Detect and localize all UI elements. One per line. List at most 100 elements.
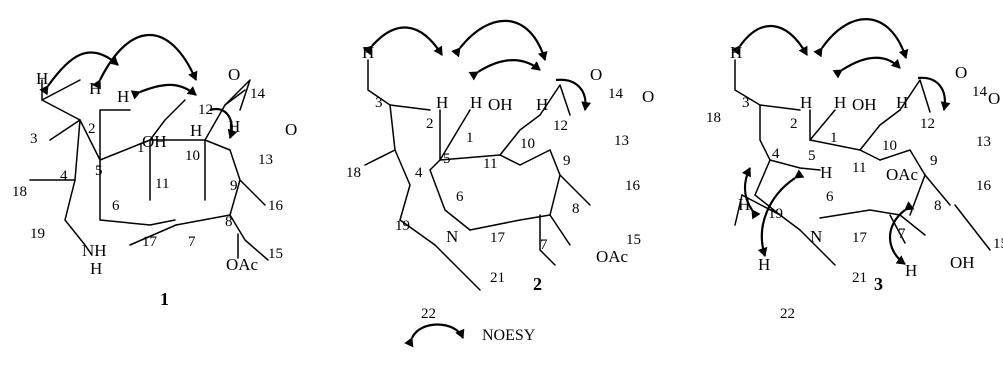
compound-3-hydrogen: H <box>896 93 908 112</box>
compound-1-locant: 13 <box>258 152 273 168</box>
compound-1-hydrogen: H <box>89 79 101 98</box>
compound-2-hydrogen: H <box>470 93 482 112</box>
compound-1-locant: 11 <box>155 176 169 192</box>
compound-1-locant: 4 <box>60 168 68 184</box>
compound-2-locant: 6 <box>456 189 464 205</box>
compound-1-locant: 14 <box>250 86 266 102</box>
compound-2-locant: 7 <box>540 237 548 253</box>
compound-1-locant: 3 <box>30 131 38 147</box>
compound-2-noesy-arrow <box>362 26 443 56</box>
compound-1-locant: 6 <box>112 198 120 214</box>
compound-1-carbonyl-oxygen: O <box>228 65 240 84</box>
compound-2-locant: 3 <box>375 95 383 111</box>
compound-1-amine-h: H <box>90 259 102 278</box>
compound-3-acetoxy: OAc <box>886 165 919 184</box>
compound-3-locant: 19 <box>768 206 783 222</box>
compound-1-amine-n: NH <box>82 241 107 260</box>
compound-3-noesy-arrows <box>731 18 951 265</box>
compound-2-locant: 10 <box>520 136 535 152</box>
compound-1-locant: 7 <box>188 234 196 250</box>
compound-1-locant: 16 <box>268 198 284 214</box>
compound-3-hydrogen: H <box>820 163 832 182</box>
compound-3-position-numbers: 3 2 1 18 4 5 11 10 12 14 13 9 16 6 8 19 … <box>706 84 1003 322</box>
compound-1-noesy-arrow <box>209 107 238 139</box>
compound-2-locant: 4 <box>415 165 423 181</box>
compound-1-locant: 19 <box>30 226 45 242</box>
compound-3-locant: 21 <box>852 270 867 286</box>
compound-3-hydroxyl: OH <box>852 95 877 114</box>
compound-1-noesy-arrow <box>91 33 198 90</box>
compound-3-noesy-arrow <box>741 167 761 220</box>
compound-3-carbonyl-oxygen: O <box>955 63 967 82</box>
compound-1-hydrogen: H <box>190 121 202 140</box>
compound-2-carbonyl-oxygen: O <box>590 65 602 84</box>
compound-3-locant: 11 <box>852 160 866 176</box>
compound-3-locant: 10 <box>882 138 897 154</box>
compound-3-hydroxyl: OH <box>950 253 975 272</box>
compound-2-locant: 21 <box>490 270 505 286</box>
compound-2-ring-oxygen: O <box>642 87 654 106</box>
compound-3-locant: 9 <box>930 153 938 169</box>
compound-3-id: 3 <box>874 274 883 294</box>
compound-3-hydrogen: H <box>800 93 812 112</box>
compound-2-locant: 15 <box>626 232 641 248</box>
compound-3-noesy-arrow <box>731 24 808 56</box>
compound-2-acetoxy: OAc <box>596 247 629 266</box>
compound-3-noesy-arrow <box>889 201 915 265</box>
compound-2-hydrogen: H <box>536 95 548 114</box>
compound-3-ring-oxygen: O <box>988 89 1000 108</box>
compound-1-bonds <box>29 79 269 261</box>
compound-3-locant: 2 <box>790 116 798 132</box>
legend: NOESY <box>404 323 536 348</box>
compound-2-locant: 17 <box>490 230 506 246</box>
compound-3-locant: 18 <box>706 110 721 126</box>
compound-1-atom-labels: H H H H H OH O O NH H OAc <box>36 65 297 278</box>
compound-3-locant: 13 <box>976 134 991 150</box>
compound-2-noesy-arrow <box>468 59 541 81</box>
compound-3-noesy-arrow <box>813 18 909 59</box>
compound-3-locant: 22 <box>780 306 795 322</box>
compound-3-locant: 8 <box>934 198 942 214</box>
compound-1-hydroxyl: OH <box>142 132 167 151</box>
noesy-legend-arrow <box>404 323 465 348</box>
compound-1-locant: 8 <box>225 214 233 230</box>
compound-3-locant: 5 <box>808 148 816 164</box>
compound-1-id: 1 <box>160 289 169 309</box>
compound-3-locant: 1 <box>830 130 838 146</box>
compound-2-locant: 1 <box>466 130 474 146</box>
compound-2-hydrogen: H <box>436 93 448 112</box>
compound-1-noesy-arrow <box>39 51 119 96</box>
compound-3-locant: 6 <box>826 189 834 205</box>
compound-1-locant: 17 <box>142 234 158 250</box>
compound-3-hydrogen: H <box>730 43 742 62</box>
compound-2-nitrogen: N <box>446 227 458 246</box>
compound-3-locant: 15 <box>993 236 1003 252</box>
compound-2-hydroxyl: OH <box>488 95 513 114</box>
compound-1-locant: 12 <box>198 102 213 118</box>
compound-2-locant: 14 <box>608 86 624 102</box>
compound-2-id: 2 <box>533 274 542 294</box>
compound-2-noesy-arrows <box>362 19 592 111</box>
compound-1-locant: 2 <box>88 121 96 137</box>
compound-3-hydrogen: H <box>834 93 846 112</box>
compound-3-hydrogen: H <box>758 255 770 274</box>
compound-2-structure: H H H H OH O O N OAc 3 2 1 18 4 5 11 10 … <box>346 19 654 322</box>
compound-3-locant: 12 <box>920 116 935 132</box>
compound-3-locant: 4 <box>772 146 780 162</box>
compound-3-hydrogen: H <box>738 195 750 214</box>
compound-3-atom-labels: H H H H H H H H OH OAc OH O O N <box>730 43 1000 280</box>
legend-label: NOESY <box>482 327 536 344</box>
compound-1-position-numbers: 3 2 1 4 5 18 11 10 12 14 13 9 16 6 8 19 … <box>12 86 284 262</box>
compound-2-locant: 22 <box>421 306 436 322</box>
compound-2-locant: 9 <box>563 153 571 169</box>
compound-1-noesy-arrows <box>39 33 238 139</box>
compound-3-locant: 17 <box>852 230 868 246</box>
compound-2-locant: 18 <box>346 165 361 181</box>
compound-3-noesy-arrow <box>757 169 805 257</box>
compound-3-locant: 14 <box>972 84 988 100</box>
compound-3-nitrogen: N <box>810 227 822 246</box>
compound-1-hydrogen: H <box>117 87 129 106</box>
compound-3-noesy-arrow <box>832 56 901 79</box>
compound-1-locant: 18 <box>12 184 27 200</box>
